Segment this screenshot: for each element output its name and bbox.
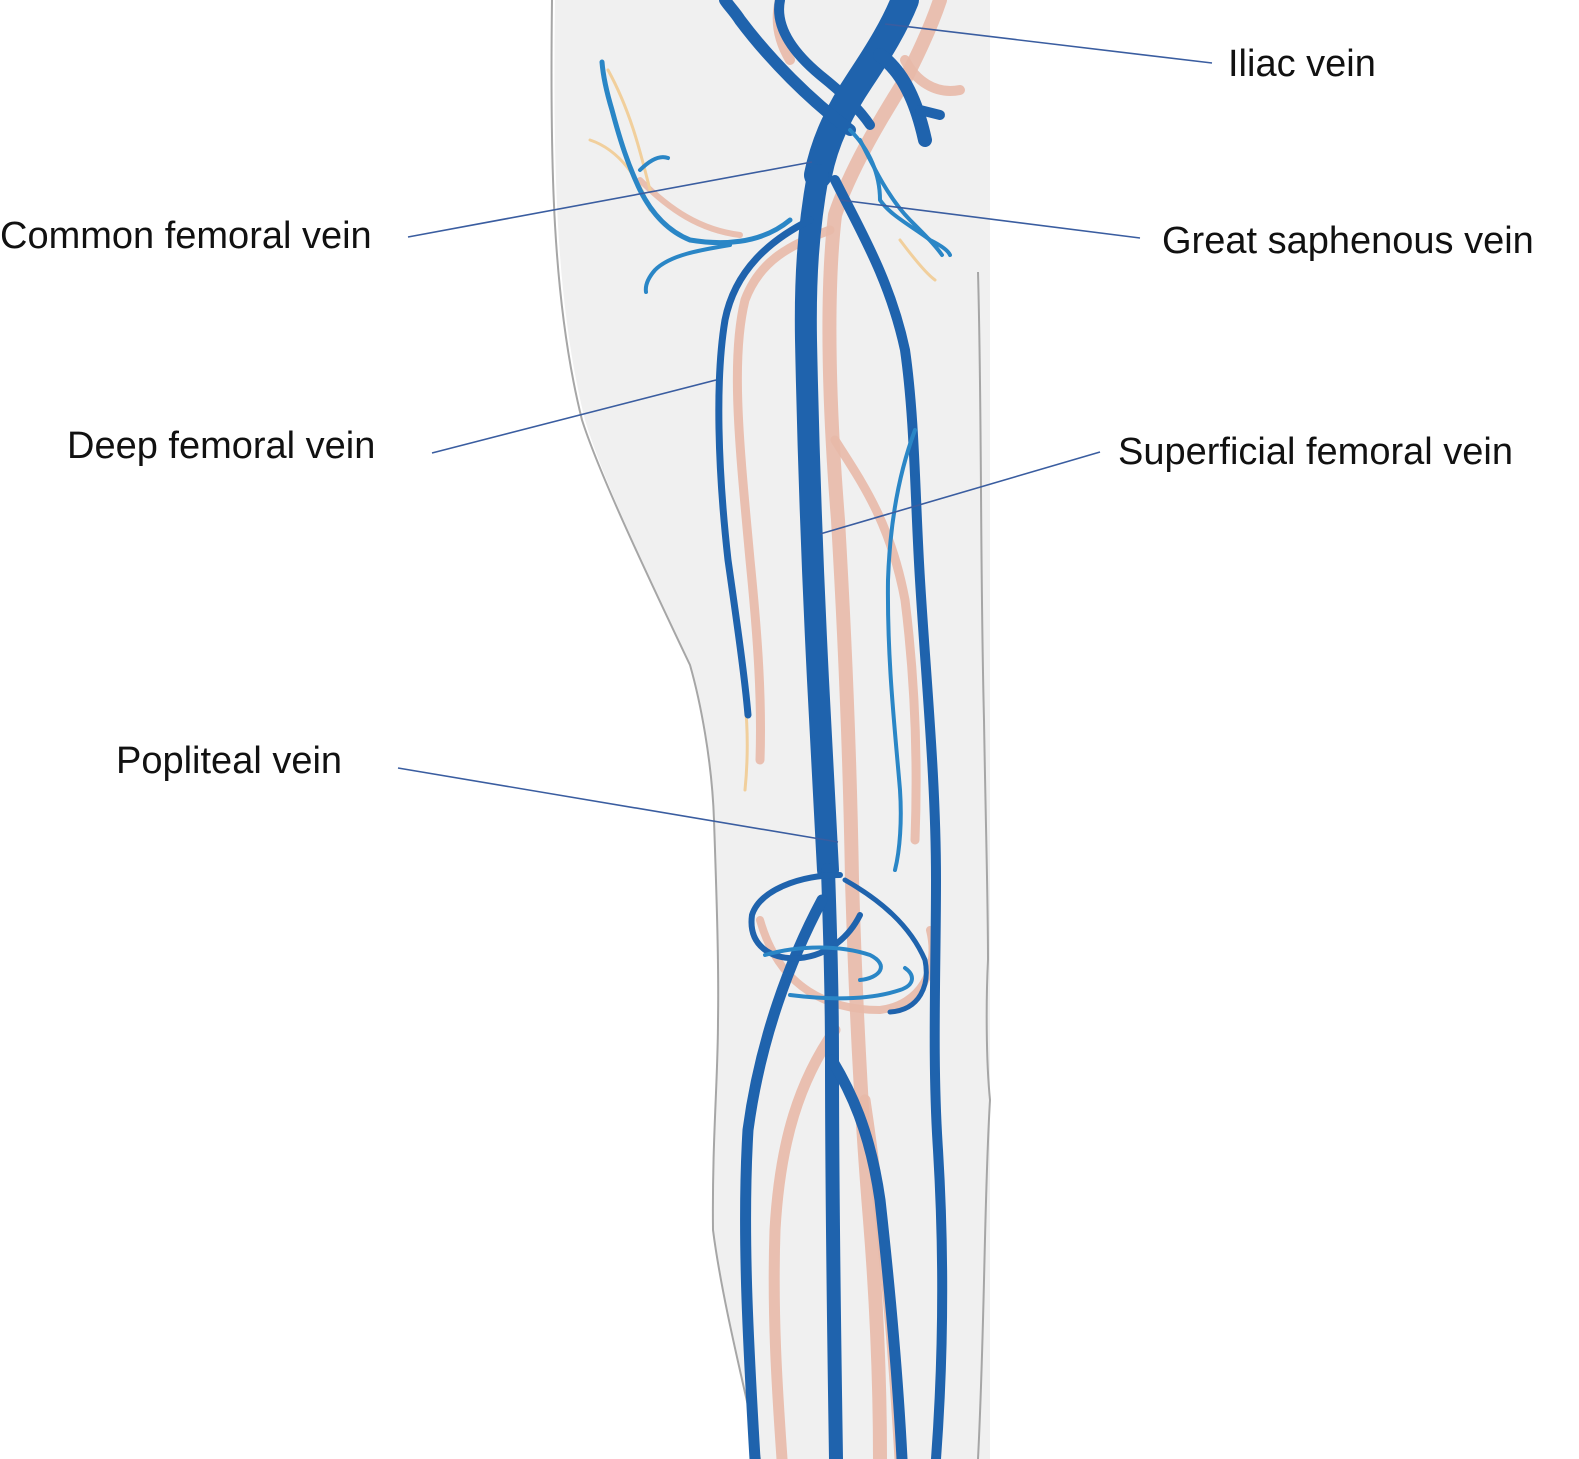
great-saphenous-vein-shape [830, 175, 948, 1459]
label-great-saphenous-vein: Great saphenous vein [1162, 220, 1534, 262]
label-common-femoral-vein: Common femoral vein [0, 215, 372, 257]
leg-outline-right [977, 271, 992, 1459]
label-deep-femoral-vein: Deep femoral vein [67, 425, 375, 467]
label-iliac-vein: Iliac vein [1228, 43, 1376, 85]
leg-fill [554, 0, 990, 1459]
deep-femoral-vein-shape [715, 216, 814, 719]
leader-iliac-vein [884, 23, 1213, 64]
label-popliteal-vein: Popliteal vein [116, 740, 342, 782]
leader-common-femoral-vein [407, 161, 813, 238]
leader-great-saphenous-vein [839, 199, 1141, 239]
veins [599, 0, 952, 1459]
iliac-vein-shape [804, 0, 919, 189]
label-superficial-femoral-vein: Superficial femoral vein [1118, 431, 1513, 473]
leader-deep-femoral-vein [431, 379, 717, 454]
femoral-trunk-shape [794, 164, 839, 881]
leg-outline-left [550, 0, 761, 1459]
leader-lines [397, 23, 1213, 843]
leader-superficial-femoral-vein [819, 451, 1101, 535]
leg-silhouette [550, 0, 992, 1459]
leader-popliteal-vein [397, 767, 839, 843]
labels: Iliac vein Common femoral vein Great sap… [0, 43, 1534, 782]
